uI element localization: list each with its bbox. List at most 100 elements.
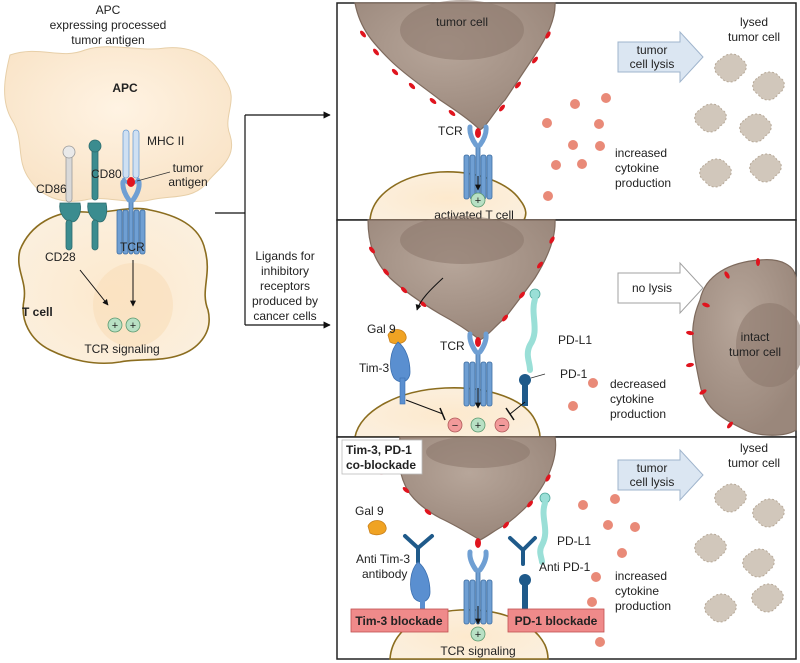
apc-caption-line2: expressing processed [50,18,167,32]
pd1-p3 [522,580,528,610]
tcr-signaling-p3: TCR signaling [440,644,515,658]
intact-red-marks [686,258,760,429]
minus-sign-p2-2 [494,417,510,433]
cytokine-label-p3-line3: production [615,599,671,613]
plus-p2-text: + [475,420,481,432]
coblockade-header-box [341,439,423,475]
ligands-line3: receptors [260,279,310,293]
ligands-line4: produced by [252,294,318,308]
plus-p3-text: + [475,629,481,641]
minus-sign-p2-1 [447,417,463,433]
cytokine-label-p1-line1: increased [615,146,667,160]
apc-cell [4,46,233,202]
cd86-molecule [62,145,76,203]
cytokine-label-p2-line3: production [610,407,666,421]
anti-pd1-antibody [508,536,537,566]
tcr-signaling-left: TCR signaling [84,342,159,356]
minus-p2-1-text: − [452,420,458,432]
antigen-pointer [136,171,171,182]
cytokine-label-p1-line2: cytokine [615,161,659,175]
gal9-label-p2: Gal 9 [367,322,396,336]
pd1-blockade-label: PD-1 blockade [515,614,598,628]
anti-tim3-label-line2: antibody [362,567,407,581]
cd80-label: CD80 [91,167,122,181]
tcr-label-left: TCR [120,240,145,254]
cd28-molecule [59,202,108,251]
cytokine-label-p3-line2: cytokine [615,584,659,598]
anti-tim3-label-line1: Anti Tim-3 [356,552,410,566]
apc-caption-line1: APC [96,3,121,17]
plus-sign-p3 [470,626,486,642]
tumor-antigen-left [127,177,135,187]
intact-label-line1: intact [741,330,770,344]
cytokines-p1 [542,93,611,201]
no-lysis-arrow [617,261,704,315]
intact-tumor-nucleus [736,303,800,387]
tumor-antigen-label-line2: antigen [168,175,207,189]
no-lysis-label: no lysis [632,281,672,295]
tim3-label-p2: Tim-3 [359,361,390,375]
coblockade-header-line2: co-blockade [346,458,416,472]
left-section: APC expressing processed tumor antigen A… [4,3,233,365]
ligands-line5: cancer cells [253,309,316,323]
plus-sign-p1 [470,192,486,208]
pd1-blockade-box [507,608,605,633]
gal9-p2 [387,329,407,345]
panel-2-inhibited: intact tumor cell no lysis Gal 9 Tim-3 T… [336,216,800,438]
tumor-nucleus-panel3 [426,436,530,468]
mhc-red-marks-p1 [360,30,551,138]
pd1-inhibit-line [509,401,526,415]
anti-tim3-antibody [403,534,434,564]
lysed-label-p3-line2: tumor cell [728,456,780,470]
lysis-arrow-p3-line2: cell lysis [630,475,675,489]
tim3-blockade-label: Tim-3 blockade [355,614,442,628]
cd80-molecule [88,139,102,201]
apc-label: APC [112,81,138,95]
pdl1-label-p2: PD-L1 [558,333,592,347]
plus-left-1-text: + [112,320,118,332]
pd1-label-p2: PD-1 [560,367,588,381]
plus-sign-left-1 [107,317,123,333]
cytokine-label-p2-line2: cytokine [610,392,654,406]
middle-connector: Ligands for inhibitory receptors produce… [215,111,331,329]
cytokine-label-p3-line1: increased [615,569,667,583]
anti-pd1-label: Anti PD-1 [539,560,591,574]
lysis-arrow-p3 [617,448,704,502]
tumor-cell-label-p1: tumor cell [436,15,488,29]
plus-p1-text: + [475,195,481,207]
tim3-stem-p3 [420,598,425,618]
tcr-label-p2: TCR [440,339,465,353]
panel-3-blockade: Tim-3, PD-1 co-blockade Gal 9 Anti Tim-3… [336,436,797,660]
minus-p2-2-text: − [499,420,505,432]
pdl1-p3 [537,500,549,565]
intact-label-line2: tumor cell [729,345,781,359]
tumor-nucleus-panel1 [400,0,524,60]
plus-sign-left-2 [125,317,141,333]
pd1-p2 [522,380,528,406]
coblockade-header-line1: Tim-3, PD-1 [346,443,412,457]
lysed-label-p1-line1: lysed [740,15,768,29]
tumor-nucleus-panel2 [400,216,524,264]
cytokines-p2 [568,378,598,411]
cd28-signal-arrow [79,269,109,306]
lysis-arrow-p3-line1: tumor [637,461,668,475]
ligands-line1: Ligands for [255,249,314,263]
lysis-arrow-p1-line1: tumor [637,43,668,57]
apc-caption: APC expressing processed tumor antigen [50,3,167,47]
gal9-label-p3: Gal 9 [355,504,384,518]
plus-left-2-text: + [130,320,136,332]
ligands-line2: inhibitory [261,264,309,278]
cytokine-label-p2-line1: decreased [610,377,666,391]
panel-1-activated: tumor cell TCR + activated T cell [336,0,797,222]
gal9-p3 [367,520,387,536]
tim3-inhibit-line [405,399,444,415]
lysed-label-p3-line1: lysed [740,441,768,455]
cd86-label: CD86 [36,182,67,196]
tim3-stem-p2 [399,377,406,405]
lysis-arrow-p1 [617,30,704,84]
gal9-arrow-p2 [415,277,444,311]
apc-caption-line3: tumor antigen [71,33,144,47]
tumor-antigen-label-line1: tumor [173,161,204,175]
